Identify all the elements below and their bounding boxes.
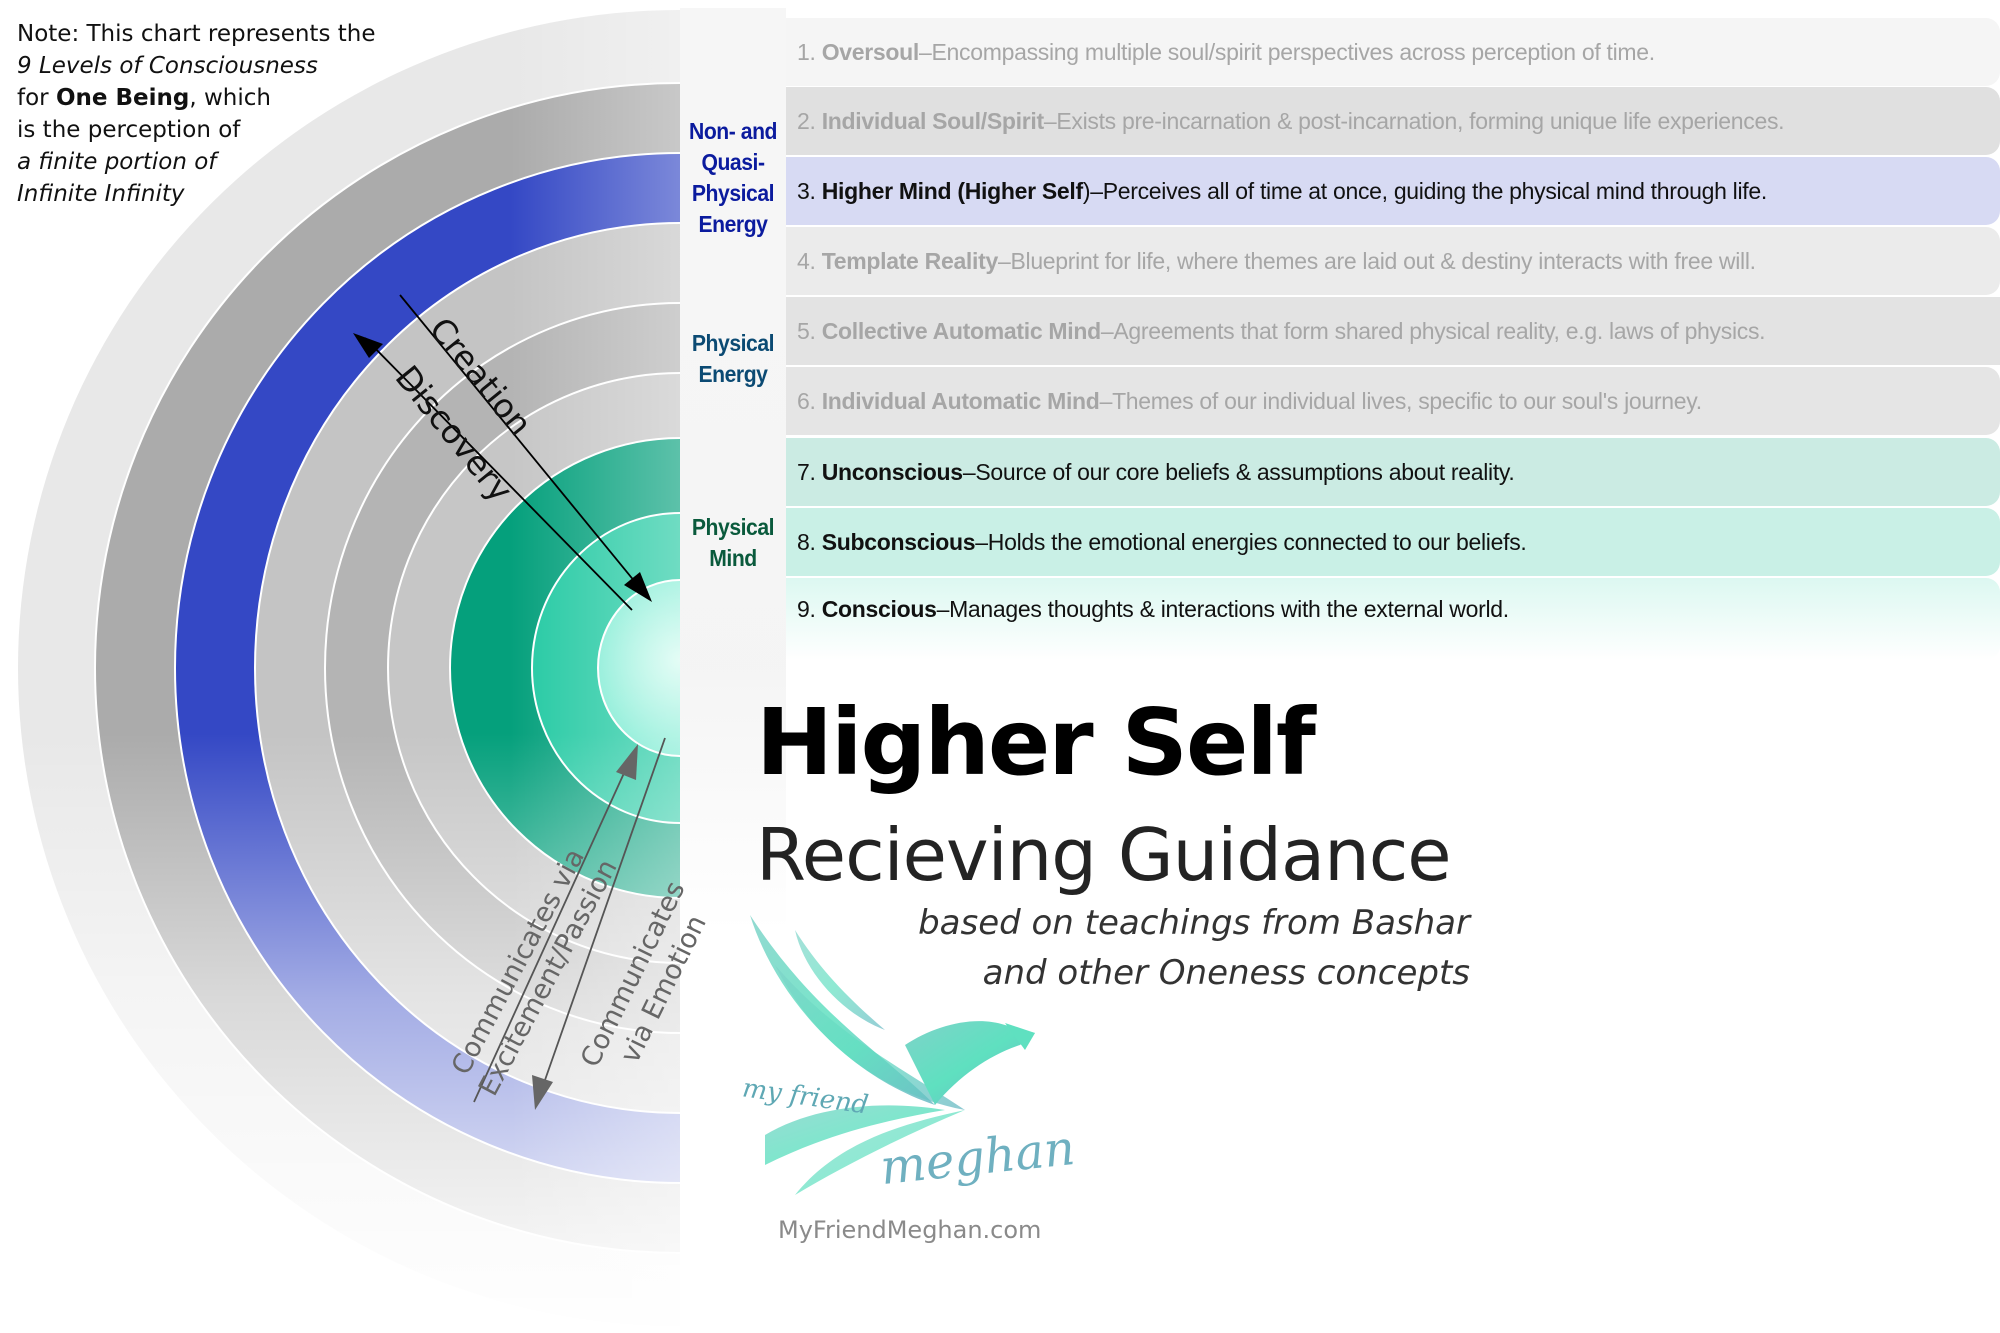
level-row-6: 6. Individual Automatic Mind – Themes of… — [786, 367, 2000, 435]
level-row-4: 4. Template Reality – Blueprint for life… — [786, 227, 2000, 295]
note-line-5: a finite portion of — [17, 149, 217, 175]
note-line-1: Note: This chart represents the — [17, 21, 376, 47]
level-row-9: 9. Conscious – Manages thoughts & intera… — [786, 578, 2000, 660]
chart-note: Note: This chart represents the 9 Levels… — [17, 18, 376, 210]
page-subtitle: Recieving Guidance — [756, 813, 1452, 897]
level-row-5: 5. Collective Automatic Mind – Agreement… — [786, 297, 2000, 365]
excitement-arrow — [473, 744, 638, 1103]
tagline: based on teachings from Bashar and other… — [918, 903, 1470, 993]
emotion-arrow — [532, 737, 666, 1110]
note-line-3: for One Being, which — [17, 85, 271, 111]
note-line-2: 9 Levels of Consciousness — [17, 53, 318, 79]
group-label-non-physical-energy: Non- and Quasi- Physical Energy — [688, 118, 778, 237]
creation-arrow — [399, 294, 652, 602]
level-row-7: 7. Unconscious – Source of our core beli… — [786, 438, 2000, 506]
page-title: Higher Self — [756, 689, 1316, 796]
eagle-logo-icon — [750, 915, 1035, 1195]
discovery-arrow — [353, 333, 633, 611]
note-line-4: is the perception of — [17, 117, 241, 143]
level-row-3: 3. Higher Mind (Higher Self) – Perceives… — [786, 157, 2000, 225]
group-label-physical-mind: Physical Mind — [691, 514, 775, 571]
level-row-1: 1. Oversoul – Encompassing multiple soul… — [786, 18, 2000, 86]
level-row-8: 8. Subconscious – Holds the emotional en… — [786, 508, 2000, 576]
group-label-column — [680, 8, 786, 1328]
group-label-physical-energy: Physical Energy — [691, 330, 775, 387]
note-line-6: Infinite Infinity — [17, 181, 185, 207]
level-row-2: 2. Individual Soul/Spirit – Exists pre-i… — [786, 87, 2000, 155]
website-url[interactable]: MyFriendMeghan.com — [778, 1216, 1042, 1244]
